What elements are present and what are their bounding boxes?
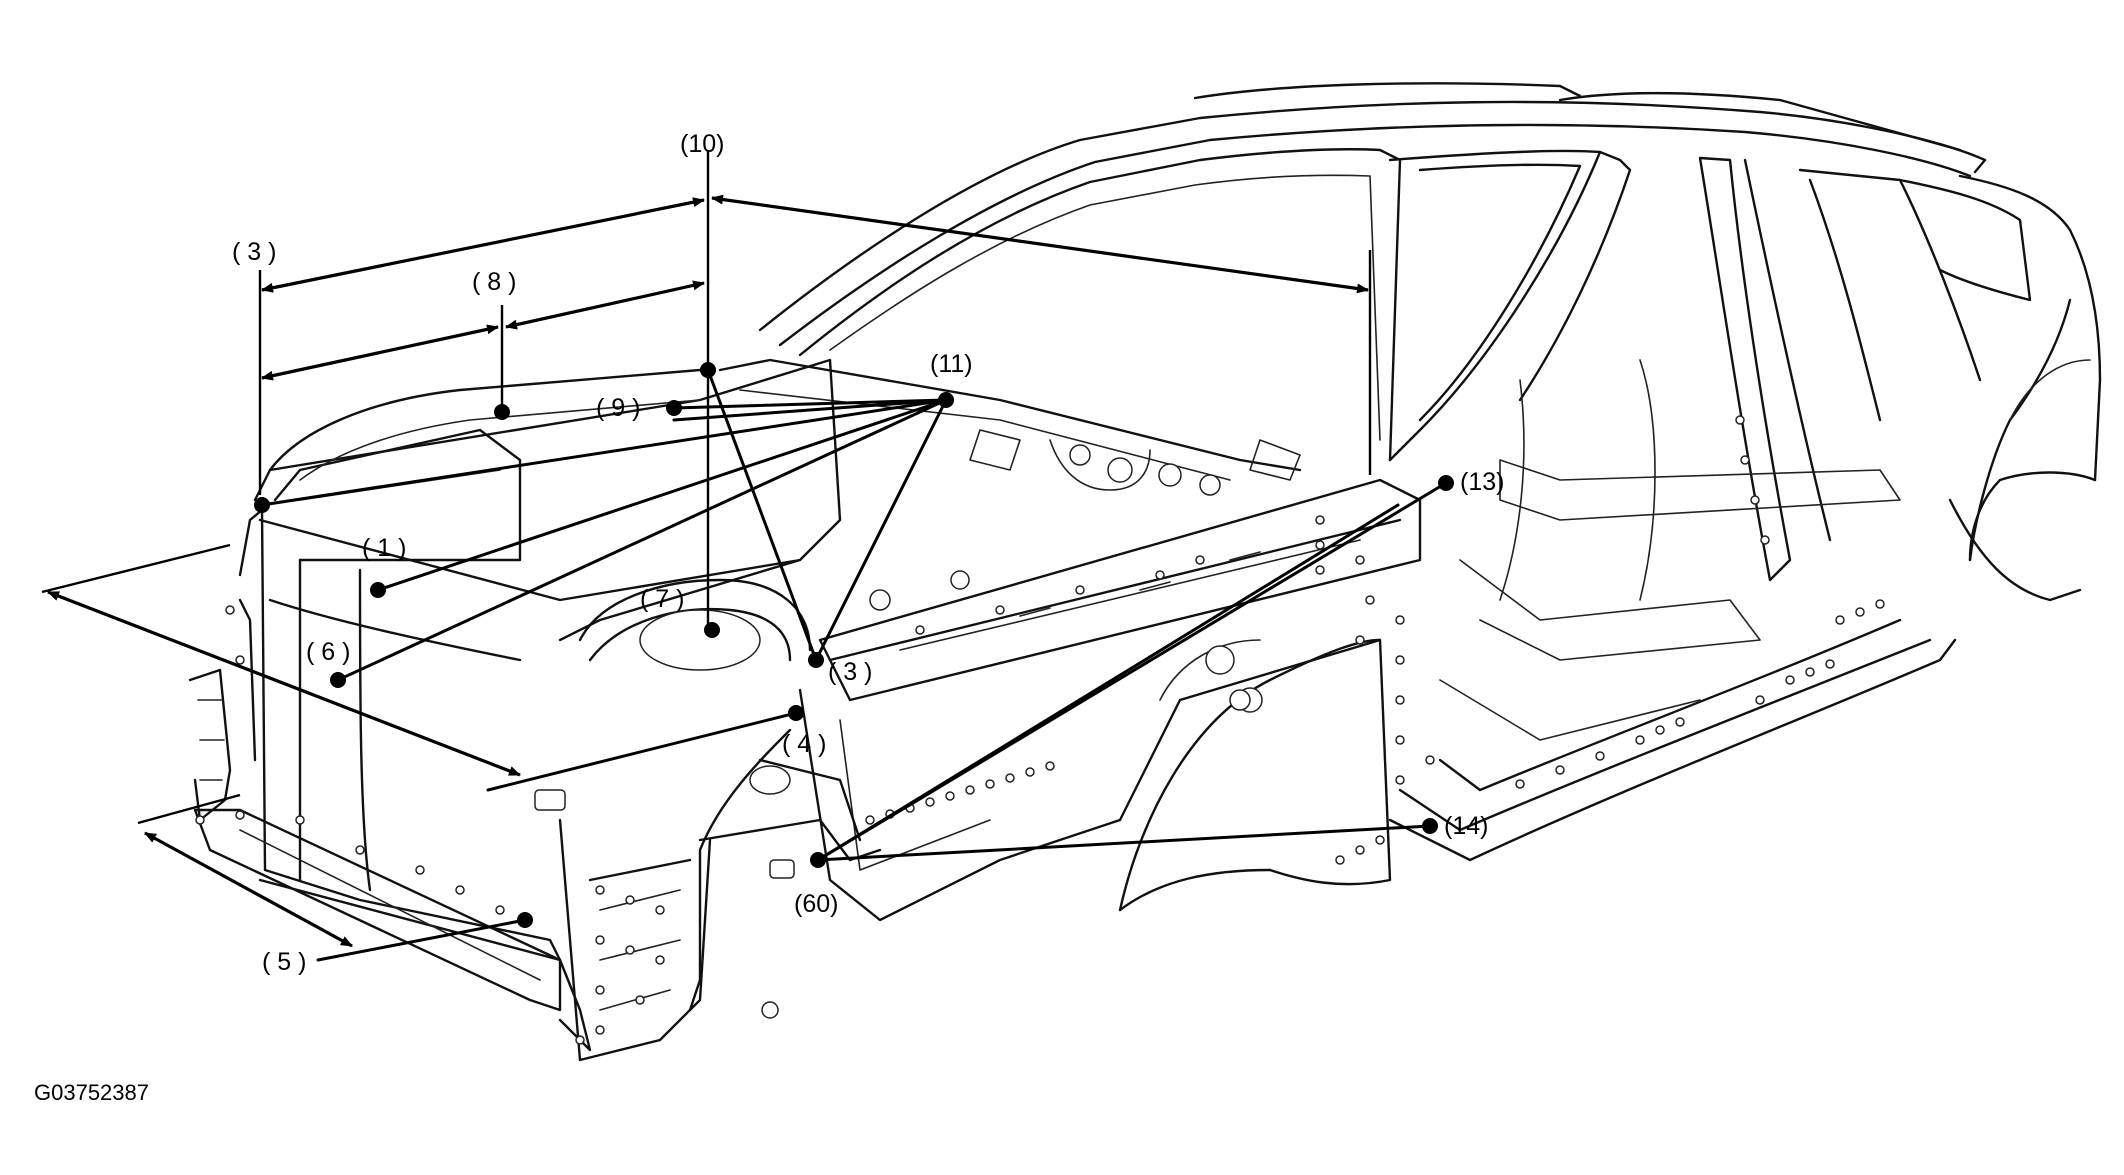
vehicle-body-illustration — [188, 82, 2102, 1062]
label-9: ( 9 ) — [596, 394, 640, 422]
point-11 — [938, 392, 954, 408]
label-5: ( 5 ) — [262, 948, 306, 976]
point-labels: ( 3 ) ( 8 ) (10) ( 9 ) (11) ( 1 ) ( 6 ) … — [34, 130, 1504, 1105]
dimension-10-to-rear — [711, 194, 1369, 294]
label-13: (13) — [1460, 468, 1504, 496]
point-5 — [517, 912, 533, 928]
label-3b: ( 3 ) — [828, 658, 872, 686]
label-11: (11) — [930, 350, 973, 378]
dimension-3-to-10 — [261, 197, 705, 293]
dimension-8-to-10 — [505, 280, 705, 330]
point-4 — [788, 705, 804, 721]
label-3a: ( 3 ) — [232, 238, 276, 266]
label-10: (10) — [680, 130, 724, 158]
figure-id: G03752387 — [34, 1080, 149, 1105]
point-7 — [704, 622, 720, 638]
dimension-3-to-8 — [261, 324, 499, 381]
dimension-front-lower — [144, 831, 353, 948]
point-3a — [254, 497, 270, 513]
point-3b — [808, 652, 824, 668]
label-1: ( 1 ) — [362, 534, 406, 562]
leader-lines — [260, 368, 1448, 962]
label-8: ( 8 ) — [472, 268, 516, 296]
label-60: (60) — [794, 890, 838, 918]
dimension-front-overhang-upper — [47, 590, 521, 777]
point-14 — [1422, 818, 1438, 834]
point-8 — [494, 404, 510, 420]
label-4: ( 4 ) — [782, 730, 826, 758]
point-10 — [700, 362, 716, 378]
dimension-lines — [41, 150, 1372, 948]
point-1 — [370, 582, 386, 598]
point-13 — [1438, 475, 1454, 491]
measurement-points — [254, 362, 1454, 928]
body-hole-pattern — [195, 415, 1885, 1045]
label-14: (14) — [1444, 812, 1488, 840]
point-6 — [330, 672, 346, 688]
label-7: ( 7 ) — [640, 585, 684, 613]
reference-line-lower — [137, 793, 241, 825]
reference-line-upper — [41, 543, 231, 594]
label-6: ( 6 ) — [306, 638, 350, 666]
point-60 — [810, 852, 826, 868]
point-9 — [666, 400, 682, 416]
